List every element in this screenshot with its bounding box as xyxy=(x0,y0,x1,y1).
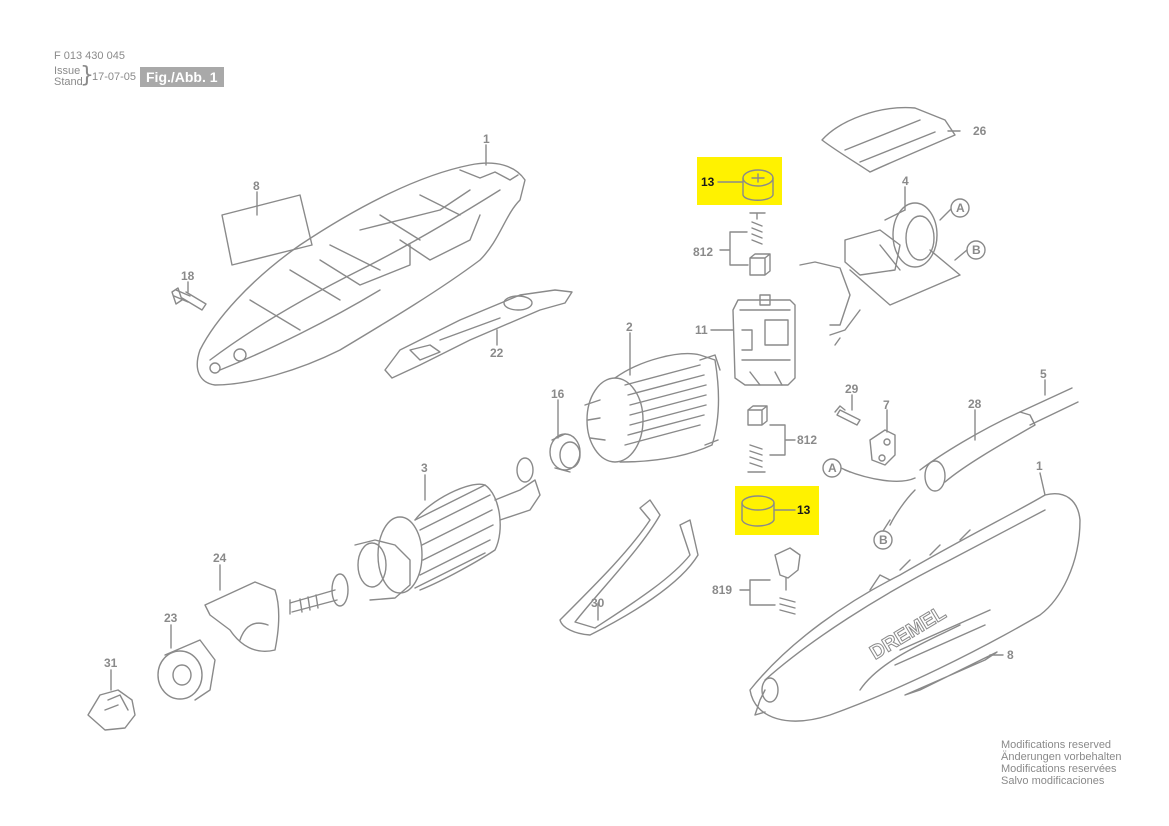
label-part-4: 4 xyxy=(902,174,909,188)
brush-cap-13-bottom xyxy=(741,495,796,527)
label-part-8-top: 8 xyxy=(253,179,260,193)
nose-cap-23 xyxy=(157,639,216,701)
collet-nut-31 xyxy=(87,689,136,731)
carrier-bracket-30 xyxy=(559,499,699,636)
brush-holder-11 xyxy=(732,294,796,386)
housing-half-left xyxy=(196,162,526,386)
label-part-13-bottom: 13 xyxy=(797,503,811,517)
field-coil-2 xyxy=(584,353,721,463)
label-part-819: 819 xyxy=(712,583,732,597)
label-plate-bottom xyxy=(904,651,998,696)
notice-line-fr: Modifications reservées xyxy=(1001,763,1117,775)
label-part-24: 24 xyxy=(213,551,227,565)
label-part-29: 29 xyxy=(845,382,859,396)
label-plate-top xyxy=(221,194,313,266)
brush-spring-812-bottom xyxy=(747,405,796,473)
power-cord-28 xyxy=(919,387,1079,492)
ref-label-b1: B xyxy=(972,243,981,257)
label-part-5: 5 xyxy=(1040,367,1047,381)
highlight-part-13-top xyxy=(697,157,782,205)
electronics-board-4 xyxy=(799,202,961,346)
label-part-7: 7 xyxy=(883,398,890,412)
brush-cap-13-top xyxy=(742,169,774,201)
label-part-30: 30 xyxy=(591,596,605,610)
label-part-8-bottom: 8 xyxy=(1007,648,1014,662)
wire-a-b xyxy=(844,469,916,526)
spindle-lock-24 xyxy=(204,581,280,652)
notice-line-de: Änderungen vorbehalten xyxy=(1001,751,1122,763)
modifications-notice: Modifications reserved Änderungen vorbeh… xyxy=(1001,739,1121,787)
bearing-16 xyxy=(549,433,581,473)
label-part-26: 26 xyxy=(973,124,987,138)
label-part-23: 23 xyxy=(164,611,178,625)
notice-line-en: Modifications reserved xyxy=(1001,739,1112,751)
label-part-28: 28 xyxy=(968,397,982,411)
top-cover-26 xyxy=(821,106,956,173)
tool-body-right xyxy=(749,493,1081,722)
screw-18 xyxy=(171,287,207,311)
label-part-2: 2 xyxy=(626,320,633,334)
label-part-812-bottom: 812 xyxy=(797,433,817,447)
armature-3 xyxy=(289,457,541,615)
label-part-3: 3 xyxy=(421,461,428,475)
brush-spring-812-top xyxy=(719,212,771,276)
notice-line-es: Salvo modificaciones xyxy=(1001,775,1105,787)
label-part-22: 22 xyxy=(490,346,504,360)
part-number: F 013 430 045 xyxy=(54,50,125,62)
ref-circle-a1 xyxy=(950,198,970,218)
label-part-1-top: 1 xyxy=(483,132,490,146)
label-part-13-top: 13 xyxy=(701,175,715,189)
ref-label-a2: A xyxy=(828,461,837,475)
label-part-18: 18 xyxy=(181,269,195,283)
label-part-1-bottom: 1 xyxy=(1036,459,1043,473)
brace-symbol: } xyxy=(80,63,94,88)
issue-label: Issue xyxy=(54,65,81,77)
label-part-11: 11 xyxy=(695,323,708,337)
switch-819 xyxy=(739,547,801,615)
issue-date: 17-07-05 xyxy=(92,71,137,83)
label-part-16: 16 xyxy=(551,387,565,401)
label-part-812-top: 812 xyxy=(693,245,713,259)
cable-clamp-7 xyxy=(869,429,896,466)
ref-label-a1: A xyxy=(956,201,965,215)
label-part-31: 31 xyxy=(104,656,118,670)
screw-29 xyxy=(834,405,861,426)
switch-slider-22 xyxy=(384,289,573,379)
figure-label: Fig./Abb. 1 xyxy=(140,67,224,87)
ref-label-b2: B xyxy=(879,533,888,547)
stand-label: Stand xyxy=(54,76,83,88)
